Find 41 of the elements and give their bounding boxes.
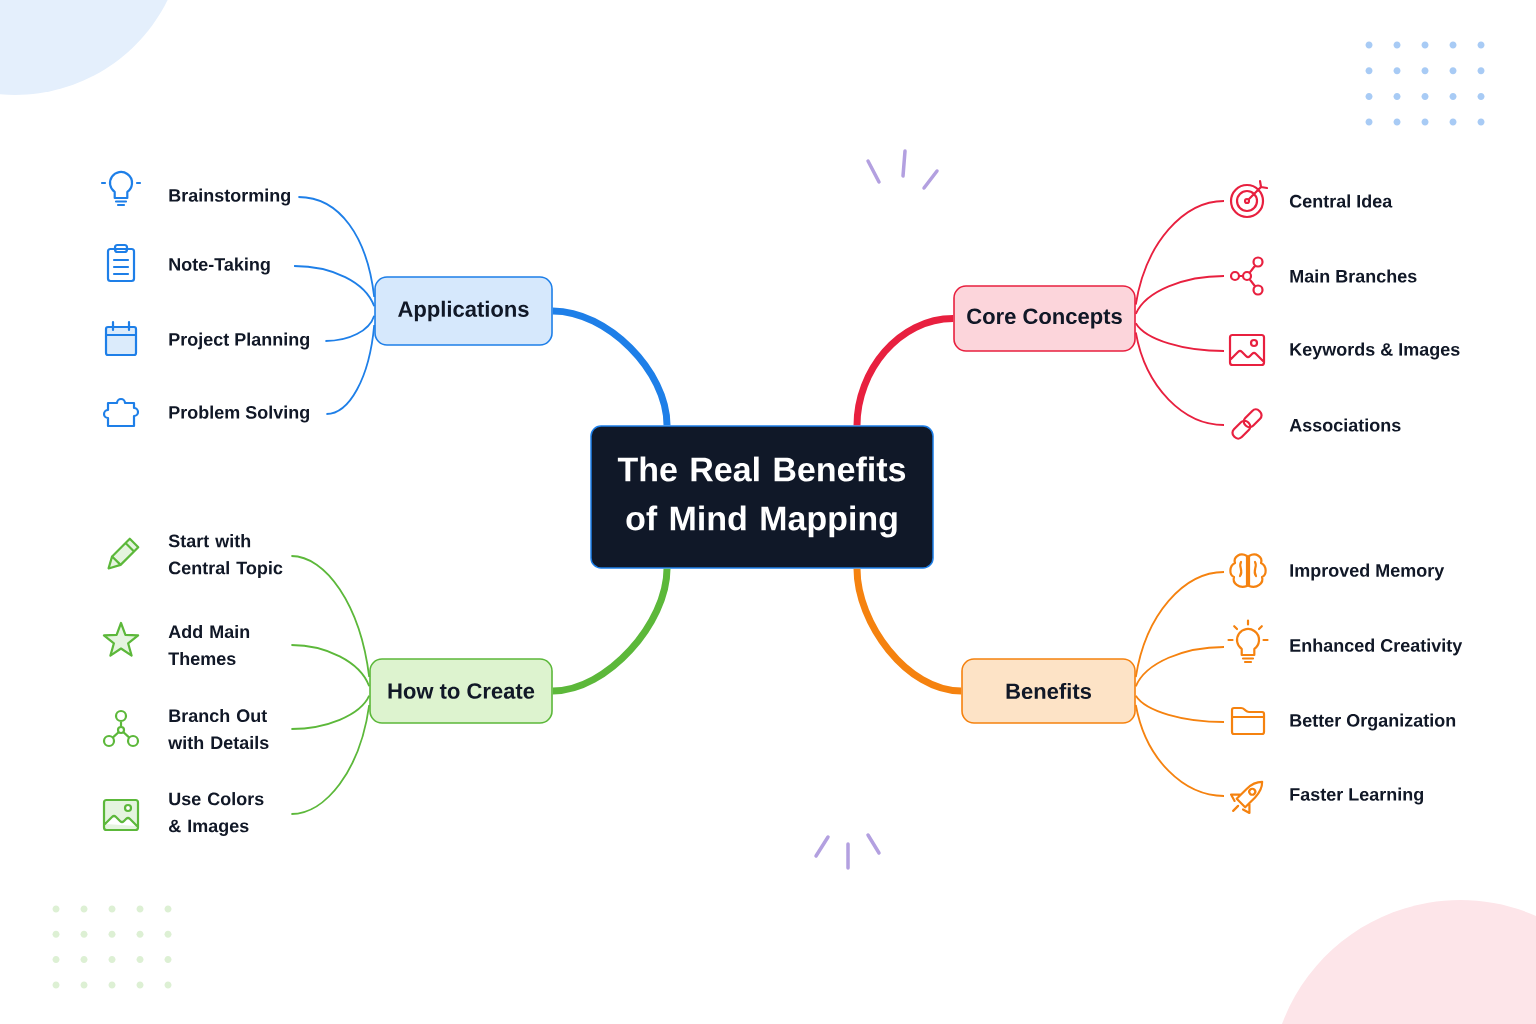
connector-line xyxy=(1134,694,1225,723)
subtopic-label: Associations xyxy=(1289,418,1401,432)
subtopic-label: Use Colors & Images xyxy=(169,792,264,836)
branch-line xyxy=(853,568,962,695)
subtopic-label: Brainstorming xyxy=(169,188,290,206)
connector-line xyxy=(324,314,376,342)
subtopic-label: Problem Solving xyxy=(169,405,309,423)
branch-line xyxy=(853,315,954,426)
connector-line xyxy=(297,196,376,298)
subtopic-label: Central Idea xyxy=(1289,194,1393,208)
connector-line xyxy=(290,694,371,730)
subtopic-label: Main Branches xyxy=(1290,269,1417,283)
subtopic-label: Note-Taking xyxy=(169,257,270,275)
subtopic-label: Start with Central Topic xyxy=(168,534,283,578)
connector-line xyxy=(290,704,371,815)
branch-box: How to Create xyxy=(369,658,553,724)
connector-line xyxy=(1134,331,1225,426)
central-topic-box: The Real Benefits of Mind Mapping xyxy=(590,425,934,569)
subtopic-label: Better Organization xyxy=(1290,713,1456,731)
subtopic-label: Improved Memory xyxy=(1290,563,1445,581)
connector-line xyxy=(1134,322,1225,352)
branch-line xyxy=(552,307,671,426)
branch-box: Core Concepts xyxy=(953,285,1136,352)
connector-line xyxy=(1134,275,1225,315)
subtopic-label: Project Planning xyxy=(169,332,309,350)
connector-line xyxy=(290,644,371,688)
connector-line xyxy=(1134,200,1225,306)
connector-line xyxy=(1134,704,1225,797)
branch-box: Benefits xyxy=(961,658,1136,724)
subtopic-label: Add Main Themes xyxy=(168,624,250,666)
connector-line xyxy=(1134,571,1225,678)
connector-line xyxy=(325,324,376,415)
connector-line xyxy=(290,555,371,678)
branch-box: Applications xyxy=(374,276,553,346)
subtopic-label: Enhanced Creativity xyxy=(1290,638,1463,656)
connector-line xyxy=(1134,646,1225,688)
branch-line xyxy=(552,568,671,695)
subtopic-label: Branch Out with Details xyxy=(168,708,269,750)
connector-line xyxy=(293,265,376,308)
subtopic-label: Faster Learning xyxy=(1290,787,1423,805)
subtopic-label: Keywords & Images xyxy=(1290,342,1460,360)
